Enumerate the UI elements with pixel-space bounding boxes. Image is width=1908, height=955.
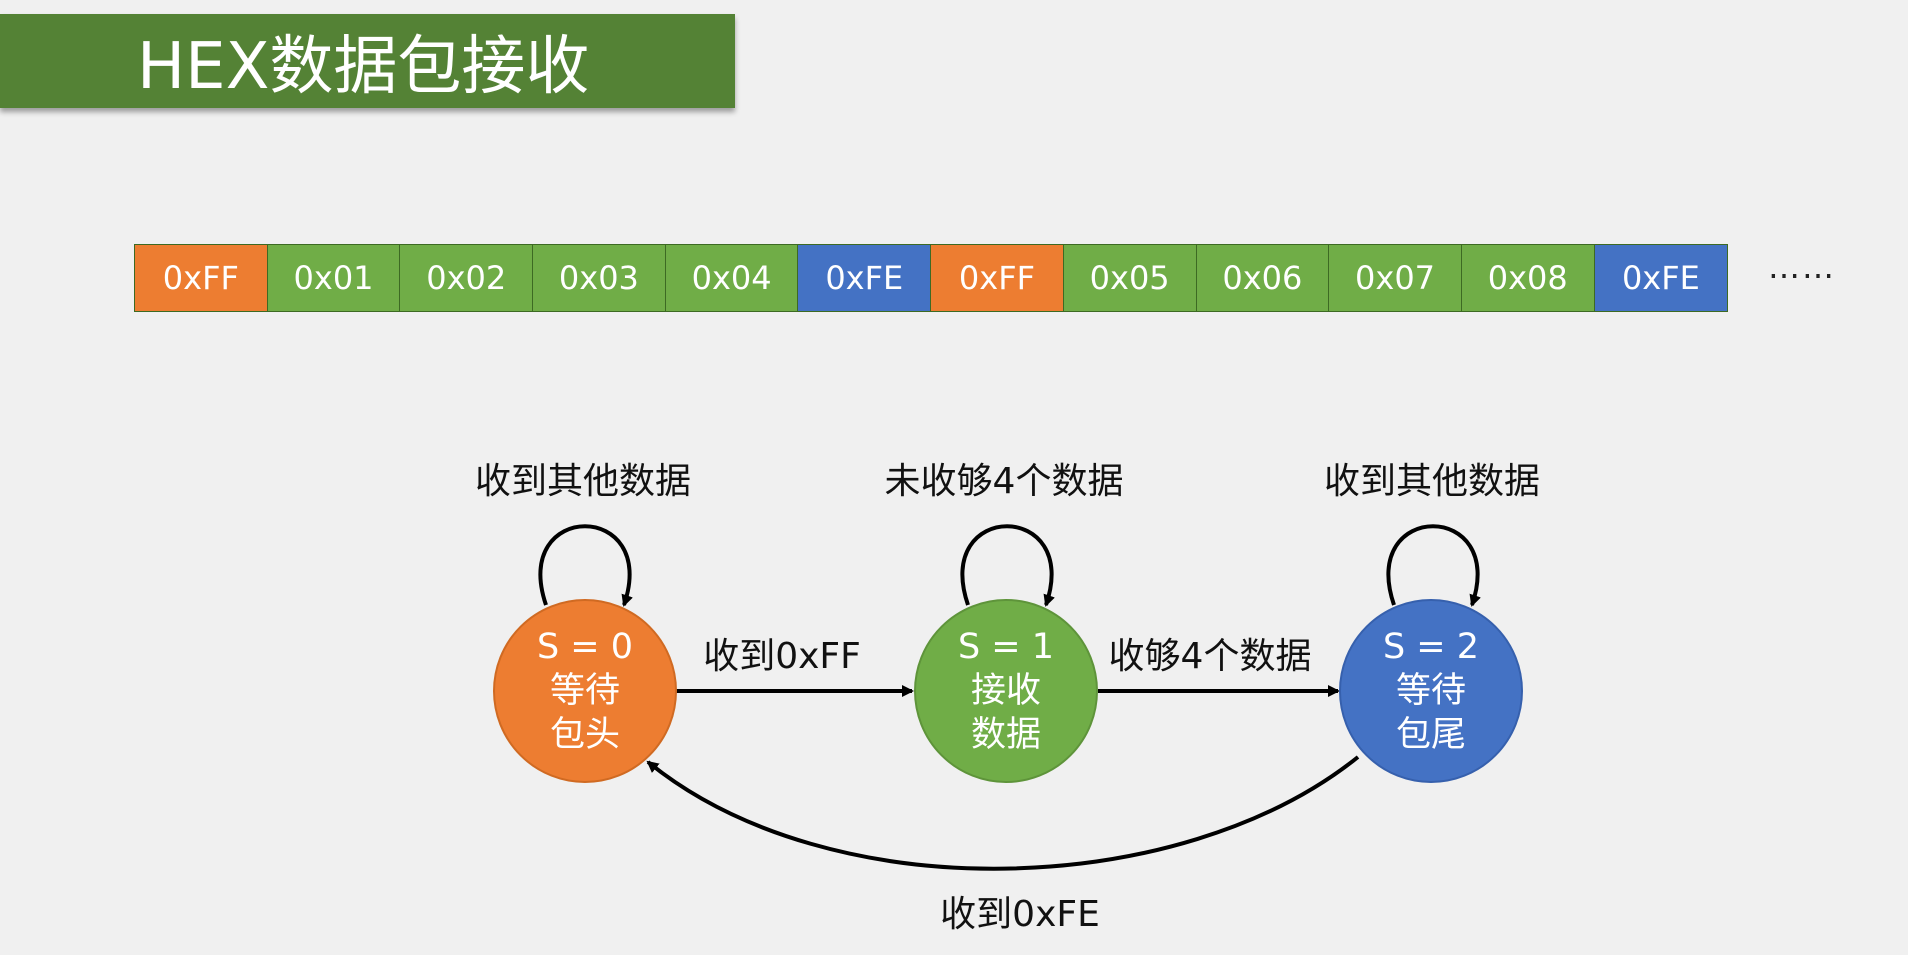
- packet-byte-cell: 0x02: [400, 245, 534, 311]
- packet-byte-cell: 0x01: [267, 245, 401, 311]
- packet-byte-cell: 0x06: [1196, 245, 1330, 311]
- more-bytes-ellipsis: ……: [1768, 248, 1836, 286]
- state-s2-line2: 等待: [1395, 671, 1466, 711]
- packet-byte-cell: 0xFE: [1594, 245, 1728, 311]
- page-title: HEX数据包接收: [137, 30, 590, 104]
- packet-byte-cell: 0xFF: [931, 245, 1064, 311]
- packet-byte-strip: 0xFF 0x01 0x02 0x03 0x04 0xFE 0xFF 0x05 …: [134, 244, 1729, 312]
- s1-to-s2-label: 收够4个数据: [1108, 636, 1312, 677]
- title-banner: HEX数据包接收: [0, 14, 735, 108]
- packet-byte-cell: 0xFE: [798, 245, 932, 311]
- s1-self-loop-arrow: [960, 524, 1055, 607]
- state-s1-circle: S = 1 接收 数据: [914, 599, 1098, 783]
- packet-byte-cell: 0x05: [1063, 245, 1197, 311]
- packet-byte-cell: 0x03: [533, 245, 666, 311]
- s2-to-s0-arrow: [646, 755, 1360, 871]
- state-s2-circle: S = 2 等待 包尾: [1339, 599, 1523, 783]
- state-s0-circle: S = 0 等待 包头: [493, 599, 677, 783]
- state-s2-line3: 包尾: [1395, 715, 1466, 755]
- s2-to-s0-label: 收到0xFE: [940, 894, 1100, 935]
- state-s1-line1: S = 1: [957, 627, 1055, 667]
- state-s0-line1: S = 0: [536, 627, 634, 667]
- s2-loop-label: 收到其他数据: [1323, 461, 1541, 502]
- packet-byte-cell: 0x07: [1329, 245, 1462, 311]
- packet-byte-cell: 0xFF: [135, 245, 268, 311]
- packet-byte-cell: 0x04: [665, 245, 799, 311]
- state-s0-line2: 等待: [549, 671, 620, 711]
- s2-self-loop-arrow: [1386, 524, 1481, 607]
- packet-byte-cell: 0x08: [1461, 245, 1595, 311]
- state-s2-line1: S = 2: [1382, 627, 1480, 667]
- state-s0-line3: 包头: [549, 715, 620, 755]
- s1-loop-label: 未收够4个数据: [884, 461, 1124, 502]
- s0-self-loop-arrow: [538, 524, 633, 607]
- s0-to-s1-label: 收到0xFF: [703, 636, 861, 677]
- state-s1-line2: 接收: [970, 671, 1041, 711]
- state-s1-line3: 数据: [970, 715, 1041, 755]
- s0-loop-label: 收到其他数据: [474, 461, 692, 502]
